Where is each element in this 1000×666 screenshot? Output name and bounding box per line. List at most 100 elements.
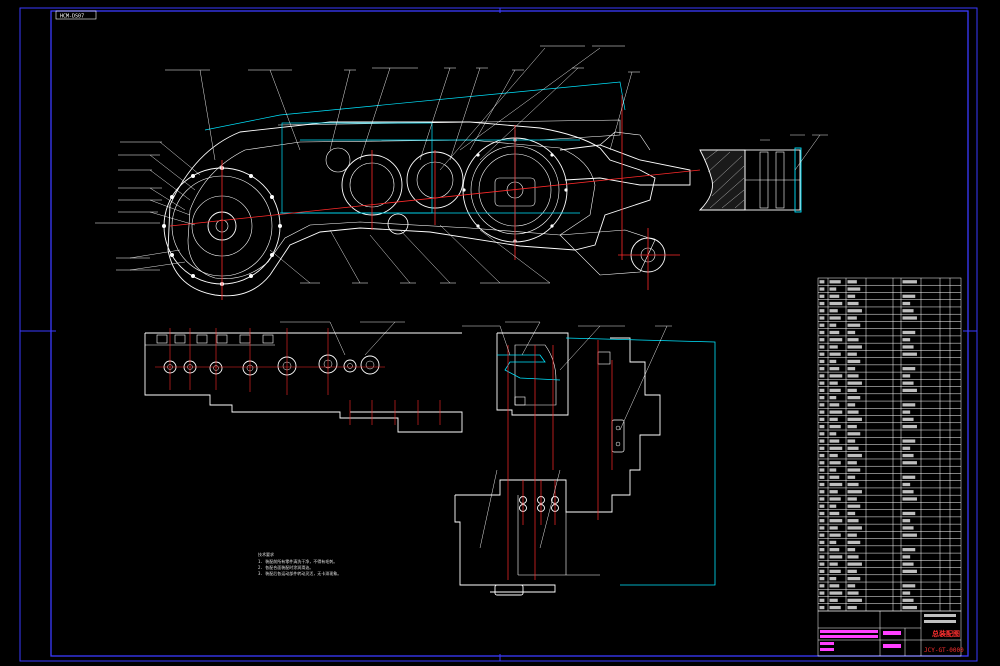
lower-side-view [454, 332, 661, 596]
parts-cell-mark [847, 576, 861, 581]
parts-cell-mark [829, 359, 837, 364]
parts-cell-mark [829, 388, 841, 393]
parts-cell-mark [847, 555, 859, 559]
lower-side-leaders [462, 321, 672, 549]
parts-cell-mark [829, 352, 841, 356]
parts-cell-mark [902, 497, 917, 501]
parts-cell-mark [819, 432, 825, 436]
parts-cell-mark [902, 280, 917, 284]
parts-cell-mark [902, 555, 911, 559]
parts-cell-mark [829, 569, 841, 573]
parts-cell-mark [819, 591, 825, 595]
parts-cell-mark [847, 424, 857, 429]
parts-cell-mark [847, 468, 861, 472]
parts-cell-mark [902, 482, 911, 487]
drawing-number: JCY-GT-0000 [924, 647, 964, 654]
parts-cell-mark [847, 367, 856, 371]
parts-cell-mark [819, 345, 825, 349]
parts-cell-mark [819, 359, 825, 364]
parts-cell-mark [847, 598, 862, 602]
parts-cell-mark [847, 309, 862, 313]
parts-cell-mark [819, 309, 825, 313]
parts-cell-mark [829, 497, 841, 501]
parts-cell-mark [847, 439, 856, 443]
parts-cell-mark [902, 511, 916, 516]
svg-text:3. 装配后各运动部件转动灵活，无卡滞现象。: 3. 装配后各运动部件转动灵活，无卡滞现象。 [258, 570, 341, 576]
parts-cell-mark [829, 323, 837, 327]
parts-cell-mark [819, 605, 825, 610]
parts-cell-mark [847, 432, 861, 436]
parts-cell-mark [902, 316, 917, 320]
parts-cell-mark [847, 540, 861, 545]
parts-cell-mark [902, 352, 917, 356]
parts-cell-mark [847, 323, 861, 327]
base-plan-centerlines [155, 328, 441, 425]
parts-cell-mark [829, 511, 840, 516]
parts-cell-mark [847, 504, 861, 508]
parts-cell-mark [819, 576, 825, 581]
parts-cell-mark [829, 345, 838, 349]
parts-cell-mark [847, 388, 857, 393]
sprocket-teeth [162, 138, 568, 286]
parts-cell-mark [819, 569, 825, 573]
parts-cell-mark [847, 453, 862, 458]
parts-cell-mark [829, 439, 840, 443]
parts-cell-mark [847, 591, 859, 595]
parts-cell-mark [829, 584, 840, 588]
svg-text:2. 各配合面装配时涂润滑油。: 2. 各配合面装配时涂润滑油。 [258, 564, 313, 570]
parts-cell-mark [829, 432, 837, 436]
parts-cell-mark [829, 410, 843, 414]
title-block-fills [820, 614, 956, 651]
parts-cell-mark [902, 584, 916, 588]
parts-cell-mark [819, 548, 825, 552]
parts-list-cells [819, 280, 917, 610]
parts-cell-mark [819, 511, 825, 516]
parts-cell-mark [829, 461, 841, 465]
parts-cell-mark [902, 388, 917, 393]
parts-cell-mark [819, 482, 825, 487]
parts-cell-mark [847, 461, 857, 465]
parts-cell-mark [847, 301, 859, 306]
parts-cell-mark [819, 555, 825, 559]
parts-cell-mark [819, 323, 825, 327]
parts-cell-mark [819, 584, 825, 588]
parts-cell-mark [847, 352, 857, 356]
parts-cell-mark [819, 316, 825, 320]
parts-cell-mark [902, 591, 911, 595]
parts-cell-mark [819, 381, 825, 385]
base-plan-view [144, 332, 463, 433]
parts-cell-mark [819, 497, 825, 501]
parts-cell-mark [829, 562, 838, 566]
parts-cell-mark [819, 374, 825, 378]
chain-guide-lines [204, 81, 626, 250]
parts-cell-mark [847, 316, 857, 320]
parts-cell-mark [829, 309, 838, 313]
parts-cell-mark [829, 381, 838, 385]
parts-cell-mark [829, 287, 837, 291]
parts-cell-mark [819, 598, 825, 602]
parts-cell-mark [819, 417, 825, 421]
parts-cell-mark [829, 424, 841, 429]
parts-cell-mark [819, 330, 825, 335]
parts-cell-mark [902, 446, 911, 450]
parts-cell-mark [819, 461, 825, 465]
parts-cell-mark [819, 490, 825, 494]
parts-cell-mark [829, 330, 840, 335]
parts-cell-mark [829, 338, 843, 342]
parts-cell-mark [902, 605, 917, 610]
sheet-border [19, 7, 978, 662]
parts-cell-mark [847, 345, 862, 349]
base-plan-leaders [280, 321, 405, 356]
parts-cell-mark [829, 519, 843, 523]
parts-cell-mark [847, 338, 859, 342]
parts-cell-mark [902, 533, 917, 537]
parts-cell-mark [847, 294, 856, 298]
parts-cell-mark [847, 287, 861, 291]
parts-cell-mark [847, 381, 862, 385]
parts-cell-mark [819, 504, 825, 508]
parts-cell-mark [847, 417, 862, 421]
parts-list-table [817, 277, 962, 612]
parts-cell-mark [819, 562, 825, 566]
svg-text:HCM-DS07: HCM-DS07 [60, 14, 84, 20]
parts-cell-mark [902, 475, 916, 479]
